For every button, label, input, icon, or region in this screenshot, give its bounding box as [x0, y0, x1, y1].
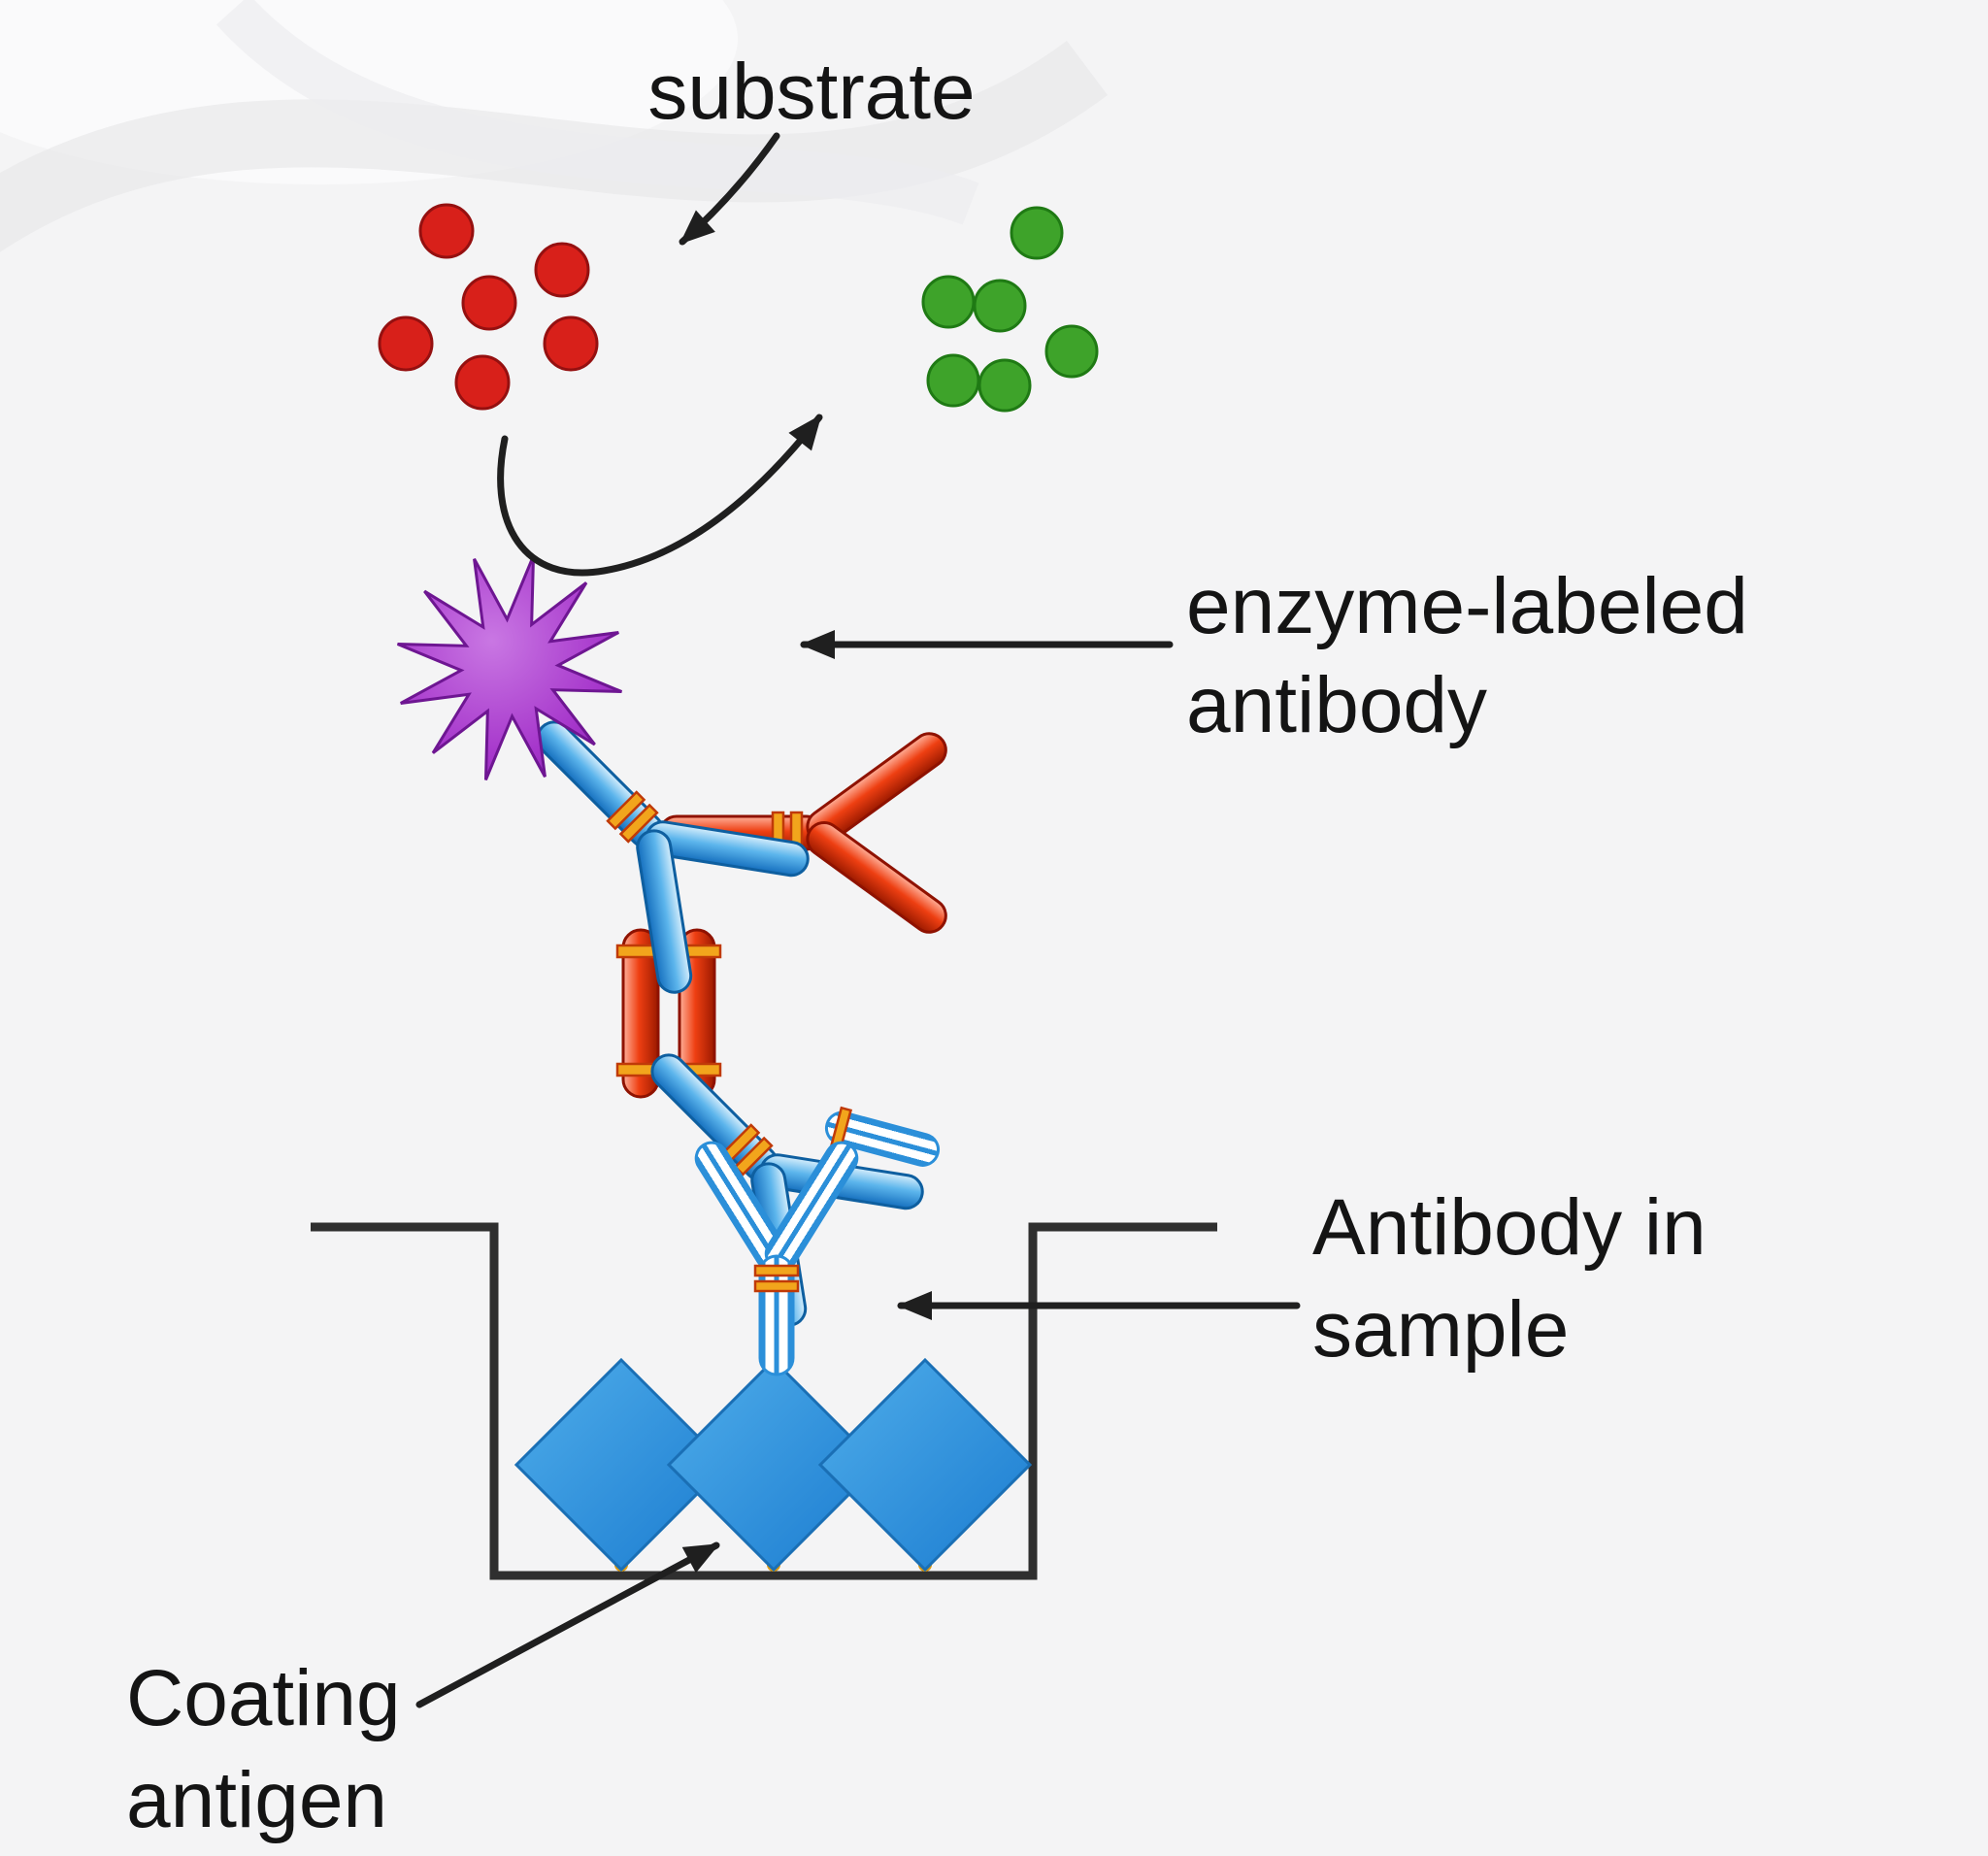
- background-texture: [0, 0, 1108, 253]
- product-dot: [1010, 206, 1064, 260]
- product-dot: [977, 358, 1032, 413]
- label-coating-antigen-line1: Coating: [126, 1654, 401, 1742]
- substrate-dot: [534, 242, 590, 298]
- labels: substrate enzyme-labeled antibody Antibo…: [126, 48, 1748, 1844]
- substrate-dot: [461, 275, 517, 331]
- label-enzyme-antibody-line2: antibody: [1186, 661, 1487, 749]
- sample-antibody-arm: [824, 1106, 941, 1167]
- substrate-dot: [418, 203, 475, 259]
- reaction-arrow: [497, 414, 823, 577]
- label-antibody-in-sample-line2: sample: [1312, 1285, 1569, 1374]
- substrate-dot: [454, 354, 511, 411]
- substrate-dots: [378, 203, 599, 411]
- sample-antibody-striped: [694, 1141, 859, 1376]
- label-antibody-in-sample-line1: Antibody in: [1312, 1183, 1706, 1272]
- coating-antigen-arrow: [415, 1541, 720, 1708]
- substrate-dot: [543, 315, 599, 372]
- hinge-band: [618, 803, 659, 844]
- label-substrate: substrate: [647, 48, 975, 136]
- coating-antigen-diamond: [514, 1357, 729, 1573]
- product-dot: [973, 279, 1027, 333]
- product-dot: [1044, 324, 1099, 379]
- coating-antigen-diamond: [817, 1357, 1033, 1573]
- coating-antigen-diamond: [666, 1357, 881, 1573]
- label-coating-antigen-line2: antigen: [126, 1756, 387, 1844]
- enzyme-labeled-antibody: [466, 650, 826, 1011]
- hinge-band: [753, 1279, 800, 1293]
- product-dots: [921, 206, 1099, 413]
- substrate-dot: [378, 315, 434, 372]
- microplate-well: [311, 1222, 1217, 1580]
- substrate-arrow: [679, 132, 780, 246]
- hinge-band: [753, 1264, 800, 1277]
- enzyme-star: [397, 555, 622, 780]
- label-enzyme-antibody-line1: enzyme-labeled: [1186, 562, 1748, 650]
- product-dot: [926, 353, 980, 408]
- hinge-band: [606, 790, 646, 831]
- coating-antigen-diamonds: [514, 1357, 1033, 1573]
- product-dot: [921, 275, 976, 329]
